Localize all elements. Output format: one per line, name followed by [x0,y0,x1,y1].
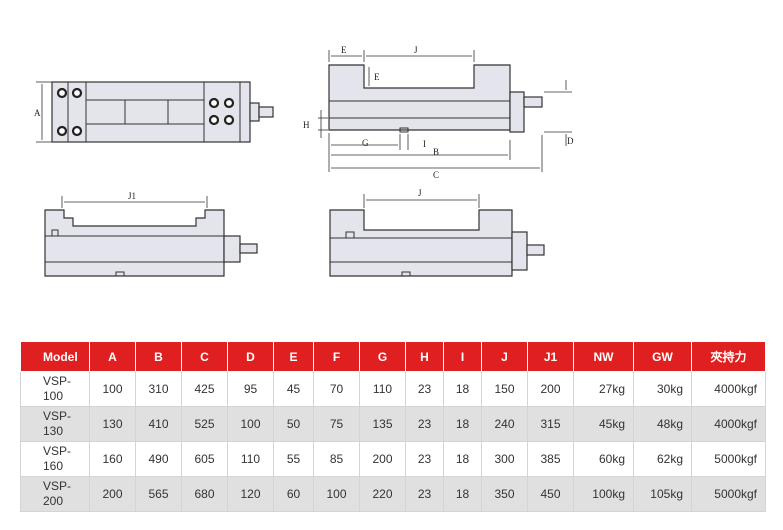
dim-label-j: J [414,45,418,55]
cell-clamp-force: 4000kgf [691,371,766,407]
cell-j1: 450 [527,476,574,512]
side-view-drawing: E J E H G I B C D [303,45,574,180]
cell-h: 23 [405,371,444,407]
dim-label-j-front: J [418,188,422,198]
cell-nw: 60kg [573,441,634,477]
dim-label-e: E [341,45,347,55]
cell-a: 130 [89,406,136,442]
top-view-drawing: A [34,81,274,143]
dim-label-g: G [362,138,369,148]
cell-c: 525 [181,406,228,442]
table-row: VSP-160 160 490 605 110 55 85 200 23 18 … [20,441,766,477]
cell-a: 160 [89,441,136,477]
cell-f: 100 [313,476,360,512]
header-gw: GW [633,341,692,372]
dim-label-h: H [303,120,310,130]
cell-f: 85 [313,441,360,477]
cell-g: 135 [359,406,406,442]
cell-gw: 30kg [633,371,692,407]
cell-model: VSP-100 [20,371,90,407]
header-i: I [443,341,482,372]
cell-d: 95 [227,371,274,407]
cell-c: 425 [181,371,228,407]
header-j: J [481,341,528,372]
table-row: VSP-200 200 565 680 120 60 100 220 23 18… [20,476,766,512]
cell-j: 350 [481,476,528,512]
cell-nw: 100kg [573,476,634,512]
table-header-row: Model A B C D E F G H I J J1 NW GW 夾持力 [20,341,766,372]
cell-h: 23 [405,406,444,442]
header-j1: J1 [527,341,574,372]
dim-label-i: I [423,139,426,149]
header-d: D [227,341,274,372]
cell-j: 240 [481,406,528,442]
cell-j1: 200 [527,371,574,407]
header-a: A [89,341,136,372]
cell-a: 200 [89,476,136,512]
table-row: VSP-130 130 410 525 100 50 75 135 23 18 … [20,406,766,442]
table-row: VSP-100 100 310 425 95 45 70 110 23 18 1… [20,371,766,407]
dim-label-a: A [34,108,41,118]
cell-clamp-force: 5000kgf [691,441,766,477]
dim-label-d: D [567,136,574,146]
cell-g: 220 [359,476,406,512]
cell-c: 680 [181,476,228,512]
cell-g: 200 [359,441,406,477]
header-g: G [359,341,406,372]
header-b: B [135,341,182,372]
cell-model: VSP-200 [20,476,90,512]
cell-nw: 27kg [573,371,634,407]
cell-i: 18 [443,406,482,442]
cell-nw: 45kg [573,406,634,442]
cell-a: 100 [89,371,136,407]
spec-table: Model A B C D E F G H I J J1 NW GW 夾持力 V… [20,341,766,512]
cell-j: 150 [481,371,528,407]
cell-d: 110 [227,441,274,477]
cell-d: 100 [227,406,274,442]
header-h: H [405,341,444,372]
cell-b: 310 [135,371,182,407]
cell-e: 55 [273,441,314,477]
cell-e: 60 [273,476,314,512]
front-view-right-drawing: J [329,188,545,277]
header-c: C [181,341,228,372]
cell-g: 110 [359,371,406,407]
cell-i: 18 [443,476,482,512]
header-clamp-force: 夾持力 [691,341,766,372]
cell-j: 300 [481,441,528,477]
cell-h: 23 [405,441,444,477]
header-nw: NW [573,341,634,372]
cell-gw: 48kg [633,406,692,442]
technical-drawings: A E J E H G I B C D [34,45,574,277]
cell-e: 50 [273,406,314,442]
dim-label-b: B [433,147,439,157]
cell-clamp-force: 5000kgf [691,476,766,512]
dim-label-j1: J1 [128,191,136,201]
cell-b: 565 [135,476,182,512]
header-f: F [313,341,360,372]
cell-j1: 315 [527,406,574,442]
cell-j1: 385 [527,441,574,477]
cell-b: 410 [135,406,182,442]
cell-i: 18 [443,441,482,477]
cell-f: 75 [313,406,360,442]
dim-label-e-vertical: E [374,72,380,82]
header-model: Model [20,341,90,372]
dim-label-c: C [433,170,439,180]
cell-clamp-force: 4000kgf [691,406,766,442]
cell-f: 70 [313,371,360,407]
cell-gw: 105kg [633,476,692,512]
cell-gw: 62kg [633,441,692,477]
cell-model: VSP-160 [20,441,90,477]
cell-c: 605 [181,441,228,477]
cell-i: 18 [443,371,482,407]
front-view-left-drawing: J1 [44,191,258,277]
cell-d: 120 [227,476,274,512]
header-e: E [273,341,314,372]
cell-model: VSP-130 [20,406,90,442]
cell-b: 490 [135,441,182,477]
cell-e: 45 [273,371,314,407]
cell-h: 23 [405,476,444,512]
